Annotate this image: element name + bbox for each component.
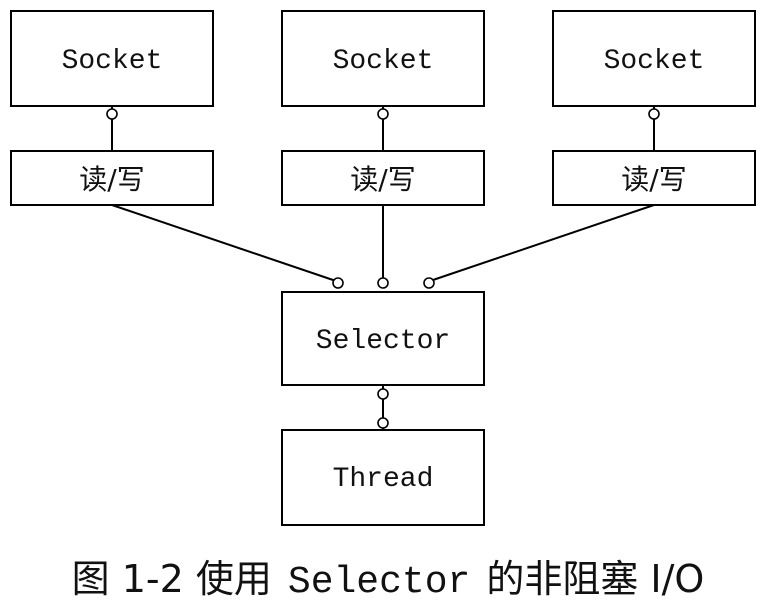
socket-label-3: Socket (604, 46, 705, 77)
read-write-label-3: 读/写 (621, 163, 686, 196)
socket-box-3 (552, 10, 756, 107)
read-write-selector-connector-3 (429, 204, 655, 282)
selector-output-port (377, 388, 389, 400)
socket-box-1 (10, 10, 214, 107)
socket-port-2 (377, 108, 389, 120)
thread-input-port (377, 417, 389, 429)
read-write-selector-connector-1 (111, 204, 337, 282)
caption-prefix: 图 1-2 使用 (72, 557, 272, 601)
figure-caption: 图 1-2 使用 Selector 的非阻塞 I/O (72, 557, 705, 603)
selector-label: Selector (316, 326, 450, 357)
thread-box (281, 429, 485, 526)
selector-box (281, 291, 485, 386)
read-write-box-1 (10, 150, 214, 206)
caption-code: Selector (288, 561, 470, 603)
selector-input-port-3 (423, 277, 435, 289)
caption-suffix: 的非阻塞 I/O (486, 557, 704, 601)
socket-label-1: Socket (62, 46, 163, 77)
read-write-box-2 (281, 150, 485, 206)
selector-input-port-2 (377, 277, 389, 289)
socket-port-3 (648, 108, 660, 120)
selector-input-port-1 (332, 277, 344, 289)
read-write-label-1: 读/写 (79, 163, 144, 196)
read-write-label-2: 读/写 (350, 163, 415, 196)
socket-label-2: Socket (333, 46, 434, 77)
thread-label: Thread (333, 464, 434, 495)
socket-port-1 (106, 108, 118, 120)
